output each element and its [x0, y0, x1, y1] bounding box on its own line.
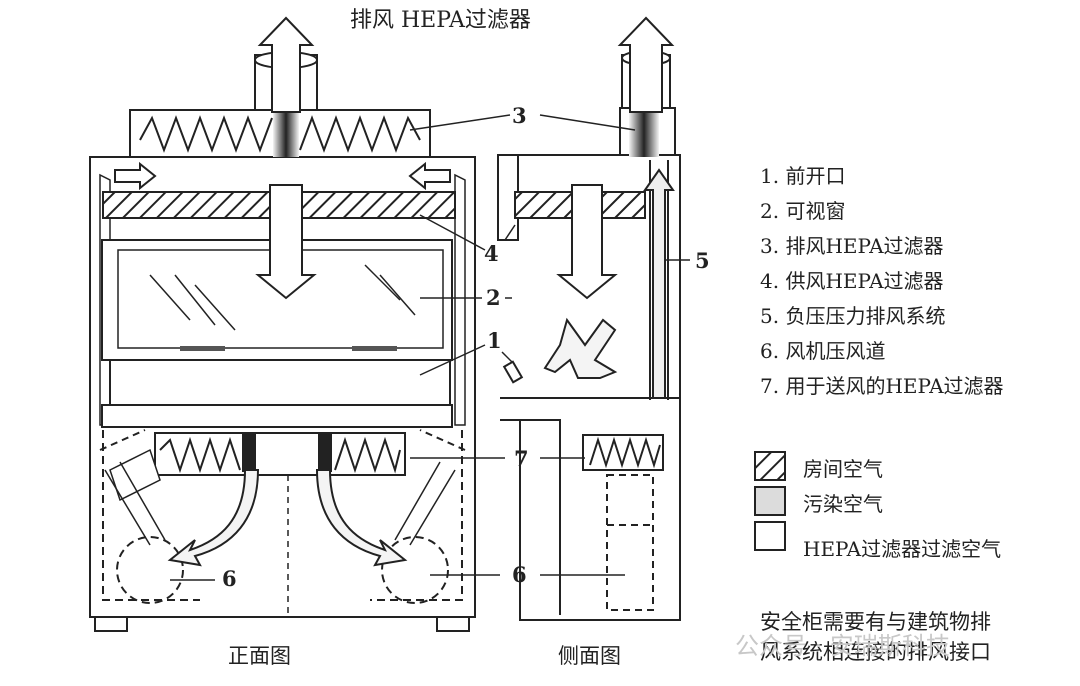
- callout-7: 7: [514, 446, 529, 471]
- legend-item-5: 5. 负压压力排风系统: [760, 304, 946, 328]
- note-line-2: 风系统相连接的排风接口: [760, 640, 991, 664]
- callout-4: 4: [484, 241, 499, 266]
- legend-item-1: 1. 前开口: [760, 164, 846, 188]
- legend-item-4: 4. 供风HEPA过滤器: [760, 269, 944, 293]
- legend-item-3: 3. 排风HEPA过滤器: [760, 234, 944, 258]
- key-swatch-filtered-air: [754, 521, 786, 551]
- callout-6-side: 6: [512, 562, 527, 587]
- key-swatch-room-air: [754, 451, 786, 481]
- note-line-1: 安全柜需要有与建筑物排: [760, 610, 991, 634]
- callout-2: 2: [486, 285, 501, 310]
- key-label-filtered-air: HEPA过滤器过滤空气: [803, 537, 1002, 561]
- callout-3: 3: [512, 103, 527, 128]
- legend-item-6: 6. 风机压风道: [760, 339, 886, 363]
- legend-item-7: 7. 用于送风的HEPA过滤器: [760, 374, 1004, 398]
- watermark: 公众号 · 安瑞斯科技: [735, 632, 950, 660]
- callout-6-front: 6: [222, 566, 237, 591]
- callout-5: 5: [695, 248, 710, 273]
- front-view-label: 正面图: [228, 644, 291, 668]
- callout-1: 1: [487, 328, 502, 353]
- legend-item-2: 2. 可视窗: [760, 199, 846, 223]
- page-title: 排风 HEPA过滤器: [350, 8, 531, 33]
- side-view-label: 侧面图: [558, 644, 621, 668]
- key-label-room-air: 房间空气: [803, 457, 883, 481]
- key-swatch-dirty-air: [754, 486, 786, 516]
- key-label-dirty-air: 污染空气: [803, 492, 883, 516]
